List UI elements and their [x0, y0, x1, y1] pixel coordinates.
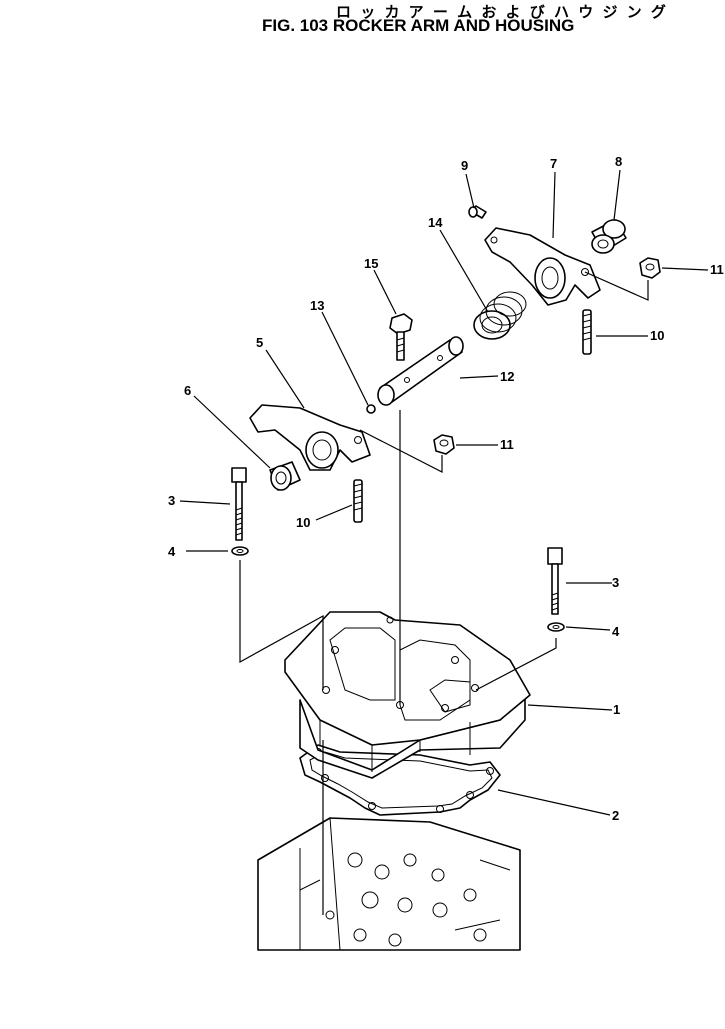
callout-5: 5 [256, 335, 263, 350]
nut-part-11-lower [433, 434, 455, 455]
bushing-part-8 [591, 219, 627, 254]
callout-15: 15 [364, 256, 378, 271]
callout-7: 7 [550, 156, 557, 171]
rocker-housing-part-1 [284, 611, 531, 779]
callout-9: 9 [461, 158, 468, 173]
figure-title-japanese: ロ ッ カ ア ー ム お よ び ハ ウ ジ ン グ [336, 3, 668, 21]
figure-title: FIG. 103 ROCKER ARM AND HOUSING [262, 16, 575, 35]
callout-4-right: 4 [612, 624, 620, 639]
rocker-shaft-part-12 [377, 336, 464, 406]
bushing-part-6 [269, 461, 301, 491]
callout-11-upper: 11 [710, 262, 724, 277]
callout-labels: 1 2 3 3 4 4 5 6 7 8 9 10 10 11 11 12 13 … [168, 154, 724, 823]
adjusting-screw-part-10-left [353, 479, 363, 523]
callout-8: 8 [615, 154, 622, 169]
rocker-arm-part-7 [484, 227, 601, 306]
callout-3-left: 3 [168, 493, 175, 508]
spring-part-14 [473, 291, 527, 340]
callout-10-right: 10 [650, 328, 664, 343]
callout-3-right: 3 [612, 575, 619, 590]
callout-6: 6 [184, 383, 191, 398]
adjusting-screw-part-10-right [582, 309, 592, 355]
screw-part-9 [468, 205, 487, 219]
callout-11-lower: 11 [500, 437, 514, 452]
callout-1: 1 [613, 702, 620, 717]
washer-part-4-right [547, 622, 565, 632]
washer-part-4-left [231, 546, 249, 556]
callout-12: 12 [500, 369, 514, 384]
bolt-part-15 [389, 313, 413, 361]
assembly-guide-lines [239, 271, 649, 915]
callout-10-left: 10 [296, 515, 310, 530]
bolt-part-3-right [547, 547, 563, 615]
leader-lines [179, 169, 709, 816]
nut-part-11-upper [639, 257, 661, 279]
callout-13: 13 [310, 298, 324, 313]
callout-4-left: 4 [168, 544, 176, 559]
cylinder-head [257, 817, 521, 951]
callout-2: 2 [612, 808, 619, 823]
bolt-part-3-left [231, 467, 247, 541]
callout-14: 14 [428, 215, 443, 230]
rocker-arm-part-5 [249, 404, 371, 471]
ball-part-13 [366, 404, 376, 414]
